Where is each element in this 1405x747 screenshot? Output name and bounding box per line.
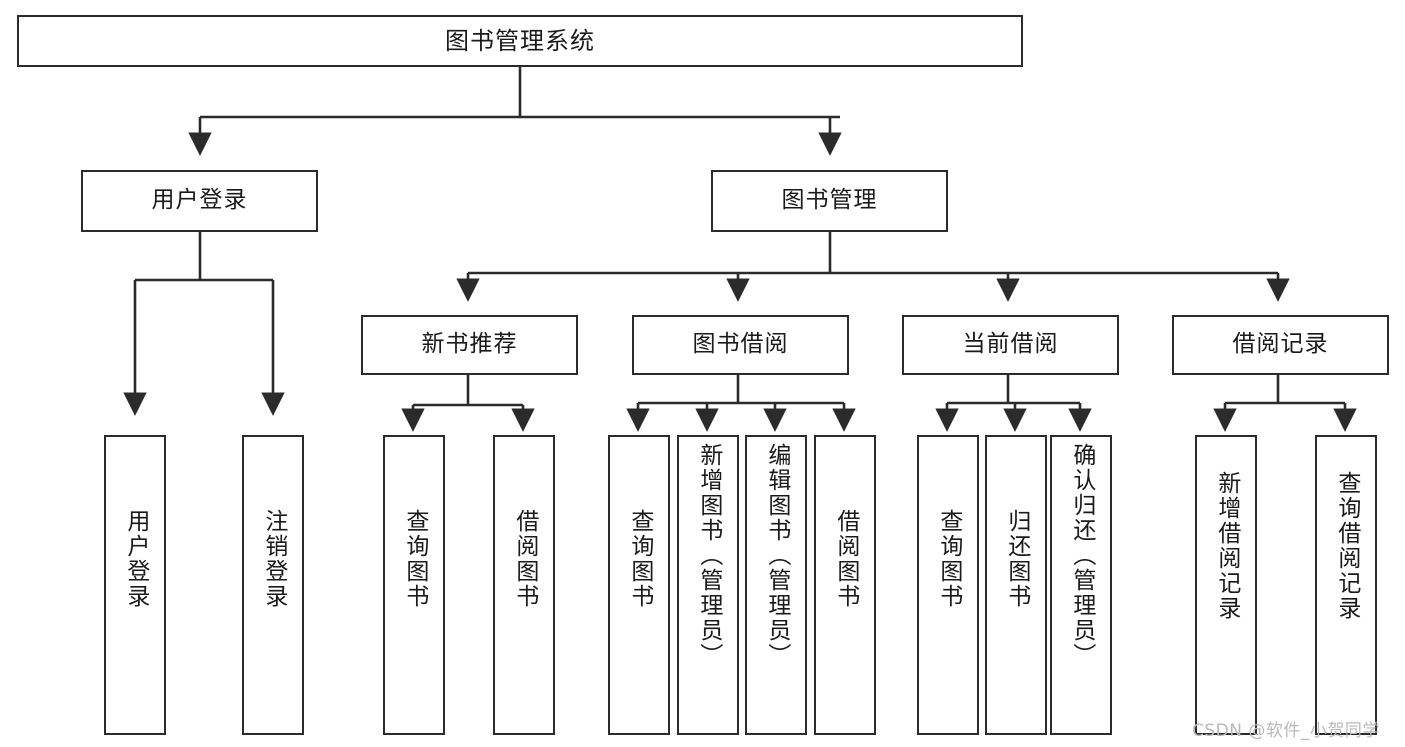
node-user-login[interactable]: 用户登录 [81,170,318,232]
leaf-query-record-label: 查询借阅记录 [1333,471,1360,621]
node-root-label: 图书管理系统 [445,26,595,55]
node-new-book-rec-label: 新书推荐 [421,331,518,358]
leaf-return-book[interactable]: 归还图书 [985,435,1047,735]
leaf-return-book-label: 归还图书 [1003,509,1030,609]
leaf-query-book-2[interactable]: 查询图书 [608,435,670,735]
leaf-edit-book-label: 编辑图书（管理员） [763,443,790,668]
node-book-manage-label: 图书管理 [781,187,878,214]
node-borrow-record[interactable]: 借阅记录 [1172,315,1389,375]
node-current-borrow[interactable]: 当前借阅 [902,315,1119,375]
leaf-query-record[interactable]: 查询借阅记录 [1315,435,1377,735]
node-root[interactable]: 图书管理系统 [17,15,1023,67]
leaf-confirm-return[interactable]: 确认归还（管理员） [1050,435,1112,735]
leaf-query-book-1-label: 查询图书 [401,509,428,609]
node-book-manage[interactable]: 图书管理 [711,170,948,232]
leaf-add-book-label: 新增图书（管理员） [695,443,722,668]
leaf-add-record-label: 新增借阅记录 [1213,471,1240,621]
leaf-borrow-book-2-label: 借阅图书 [832,509,859,609]
leaf-add-book[interactable]: 新增图书（管理员） [677,435,739,735]
leaf-borrow-book-2[interactable]: 借阅图书 [814,435,876,735]
leaf-add-record[interactable]: 新增借阅记录 [1195,435,1257,735]
node-new-book-rec[interactable]: 新书推荐 [361,315,578,375]
leaf-borrow-book-1-label: 借阅图书 [511,509,538,609]
leaf-logout[interactable]: 注销登录 [242,435,304,735]
leaf-borrow-book-1[interactable]: 借阅图书 [493,435,555,735]
node-book-borrow-label: 图书借阅 [692,331,789,358]
leaf-edit-book[interactable]: 编辑图书（管理员） [745,435,807,735]
leaf-query-book-3[interactable]: 查询图书 [917,435,979,735]
leaf-query-book-3-label: 查询图书 [935,509,962,609]
leaf-confirm-return-label: 确认归还（管理员） [1068,443,1095,668]
leaf-user-login[interactable]: 用户登录 [104,435,166,735]
csdn-watermark: CSDN @软件_小贺同学 [1192,721,1380,741]
node-book-borrow[interactable]: 图书借阅 [632,315,849,375]
leaf-query-book-2-label: 查询图书 [626,509,653,609]
node-current-borrow-label: 当前借阅 [962,331,1059,358]
leaf-logout-label: 注销登录 [260,509,287,609]
leaf-query-book-1[interactable]: 查询图书 [383,435,445,735]
node-user-login-label: 用户登录 [151,187,248,214]
leaf-user-login-label: 用户登录 [122,509,149,609]
node-borrow-record-label: 借阅记录 [1232,331,1329,358]
